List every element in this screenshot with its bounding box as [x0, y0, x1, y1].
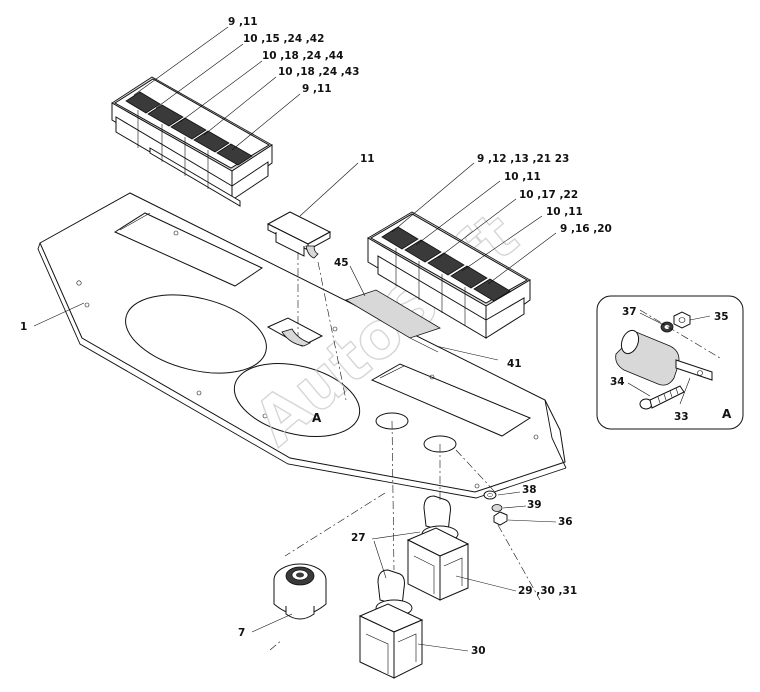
dashboard-panel — [37, 192, 567, 499]
callout-label: 39 — [527, 499, 542, 511]
key-switch-lower — [358, 569, 424, 679]
callout-label: 29 ,30 ,31 — [518, 585, 577, 597]
callout-label: 9 ,16 ,20 — [560, 223, 612, 235]
callout-label: 7 — [238, 627, 245, 639]
callout-label: 10 ,11 — [546, 206, 583, 218]
callout-label: 35 — [714, 311, 729, 323]
round-switch — [273, 563, 327, 620]
callout-label: 10 ,18 ,24 ,43 — [278, 66, 359, 78]
callout-label: 41 — [507, 358, 522, 370]
callout-label: 10 ,18 ,24 ,44 — [262, 50, 343, 62]
leader-lines — [33, 26, 711, 652]
key-switch-upper — [406, 495, 470, 601]
blank-plug — [266, 211, 332, 259]
callout-label: 38 — [522, 484, 537, 496]
callout-label: 9 ,12 ,13 ,21 23 — [477, 153, 569, 165]
assembly-lines — [269, 252, 541, 651]
washer-stack — [483, 490, 508, 526]
callout-labels: 9 ,11 10 ,15 ,24 ,42 10 ,18 ,24 ,44 10 ,… — [20, 16, 732, 657]
switch-bracket — [345, 289, 441, 353]
callout-label: 9 ,11 — [228, 16, 258, 28]
callout-label: 33 — [674, 411, 689, 423]
rocker-switch-block-lower — [367, 211, 531, 339]
callout-label: 10 ,11 — [504, 171, 541, 183]
detail-ref-letter: A — [312, 411, 322, 425]
detail-view-a — [596, 295, 744, 430]
callout-label: 27 — [351, 532, 366, 544]
callout-label: 37 — [622, 306, 637, 318]
callout-label: 36 — [558, 516, 573, 528]
callout-label: 34 — [610, 376, 625, 388]
rocker-switch-block-upper — [111, 76, 273, 207]
callout-label: 1 — [20, 321, 27, 333]
callout-label: 30 — [471, 645, 486, 657]
callout-label: 10 ,15 ,24 ,42 — [243, 33, 324, 45]
callout-label: 9 ,11 — [302, 83, 332, 95]
callout-label: 11 — [360, 153, 375, 165]
callout-label: 45 — [334, 257, 349, 269]
callout-label: 10 ,17 ,22 — [519, 189, 578, 201]
detail-view-letter: A — [722, 407, 732, 421]
